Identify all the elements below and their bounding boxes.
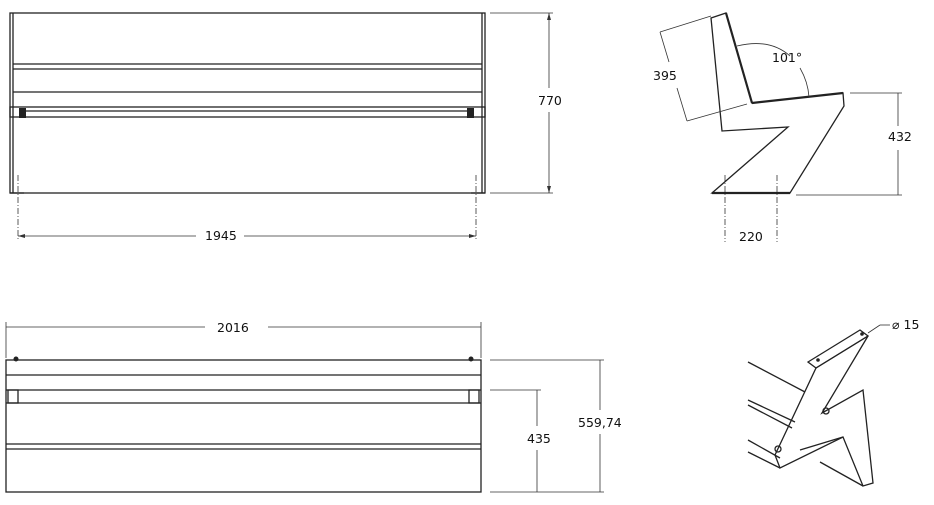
front-width-label: 1945 xyxy=(205,228,237,243)
foot-width-label: 220 xyxy=(739,229,763,244)
top-length-dimension xyxy=(5,322,482,358)
back-length-dimension xyxy=(659,15,748,122)
front-width-dimension xyxy=(18,234,476,238)
seat-height-dimension xyxy=(796,92,902,196)
isometric-view xyxy=(747,324,890,487)
front-view xyxy=(9,12,486,240)
side-view xyxy=(710,12,845,242)
top-view xyxy=(5,356,482,493)
front-height-dimension xyxy=(490,12,553,194)
depth-dimension xyxy=(490,359,604,493)
front-height-label: 770 xyxy=(538,93,562,108)
depth-label: 435 xyxy=(527,431,551,446)
overall-depth-label: 559,74 xyxy=(578,415,622,430)
angle-dimension xyxy=(736,43,810,98)
top-length-label: 2016 xyxy=(217,320,249,335)
angle-label: 101° xyxy=(772,50,802,65)
seat-height-label: 432 xyxy=(888,129,912,144)
hole-diameter-label: ⌀ 15 xyxy=(892,317,919,332)
back-length-label: 395 xyxy=(653,68,677,83)
